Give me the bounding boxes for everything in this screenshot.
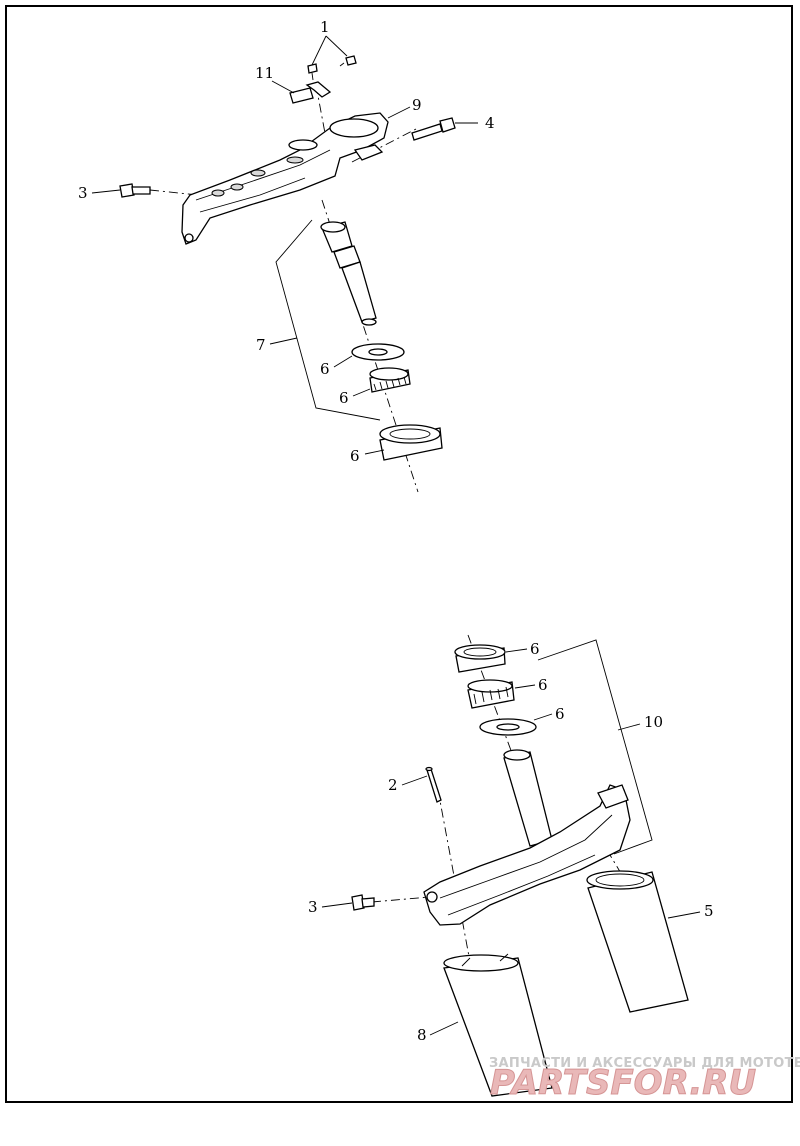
callout-3-bottom: 3: [308, 898, 318, 916]
washer-lower: [479, 718, 537, 736]
callout-5: 5: [704, 902, 714, 920]
callout-7: 7: [256, 336, 266, 354]
watermark: ЗАПЧАСТИ И АКСЕССУАРЫ ДЛЯ МОТОТЕХНИКИ PA…: [489, 1056, 800, 1104]
callout-6-washer-top: 6: [320, 360, 330, 378]
bolt-upper-side: [119, 183, 151, 198]
callout-6-race-top: 6: [350, 447, 360, 465]
callout-6-bearing-bottom: 6: [538, 676, 548, 694]
callout-6-race-bottom: 6: [530, 640, 540, 658]
lower-pin: [425, 766, 442, 803]
callout-6-bearing-top: 6: [339, 389, 349, 407]
callout-1: 1: [320, 18, 330, 36]
callout-10: 10: [644, 713, 663, 731]
lower-fork-bracket: [423, 749, 631, 926]
clip-screws: [307, 55, 357, 81]
fork-tube-cover-left: [443, 953, 553, 1097]
bearing-race-upper: [379, 424, 443, 461]
callout-9: 9: [412, 96, 422, 114]
cable-clip: [289, 81, 332, 104]
drawing-frame: [5, 5, 793, 1103]
callout-8: 8: [417, 1026, 427, 1044]
upper-fork-bracket: [181, 112, 389, 245]
bearing-race-lower: [454, 644, 506, 673]
callout-4: 4: [485, 114, 495, 132]
fork-tube-cover-right: [586, 870, 689, 1013]
callout-2: 2: [388, 776, 398, 794]
watermark-tagline: ЗАПЧАСТИ И АКСЕССУАРЫ ДЛЯ МОТОТЕХНИКИ: [489, 1056, 800, 1071]
callout-6-washer-bottom: 6: [555, 705, 565, 723]
bolt-lower-side: [351, 894, 375, 911]
steering-stem-nut: [320, 221, 377, 326]
callout-3-top: 3: [78, 184, 88, 202]
watermark-logo: PARTSFOR.RU: [490, 1063, 756, 1103]
callout-labels: 1 11 9 4 3 7 6 6 6 6 6 6 10 2 3 5 8: [78, 18, 714, 1044]
callout-11: 11: [255, 64, 274, 82]
pinch-bolt-upper: [411, 117, 456, 141]
bearing-lower: [467, 679, 515, 709]
bearing-upper: [369, 367, 411, 393]
washer-upper: [351, 343, 405, 361]
callout-leaders: [91, 35, 701, 1036]
assembly-axes: [149, 84, 626, 1081]
